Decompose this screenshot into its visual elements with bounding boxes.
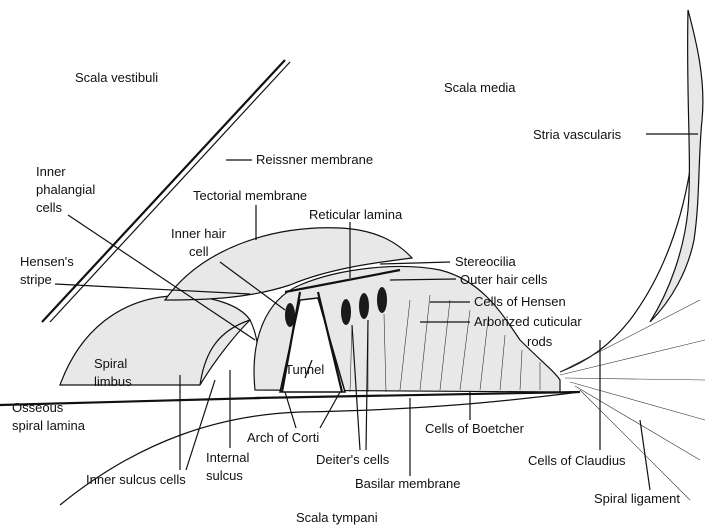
lower-boundary bbox=[60, 392, 580, 505]
label-inner-phalangial-2: phalangial bbox=[36, 182, 95, 197]
label-stria-vascularis: Stria vascularis bbox=[533, 127, 622, 142]
label-internal-sulcus-2: sulcus bbox=[206, 468, 243, 483]
label-arborized-1: Arborized cuticular bbox=[474, 314, 582, 329]
label-cells-of-boetcher: Cells of Boetcher bbox=[425, 421, 525, 436]
label-inner-hair-2: cell bbox=[189, 244, 209, 259]
leader-stereocilia bbox=[380, 262, 450, 264]
label-inner-phalangial-1: Inner bbox=[36, 164, 66, 179]
label-inner-sulcus-cells: Inner sulcus cells bbox=[86, 472, 186, 487]
label-tectorial-membrane: Tectorial membrane bbox=[193, 188, 307, 203]
inner-hair-cell-shape bbox=[285, 303, 295, 327]
label-outer-hair-cells: Outer hair cells bbox=[460, 272, 548, 287]
label-basilar-membrane: Basilar membrane bbox=[355, 476, 461, 491]
spiral-ligament-fibers bbox=[560, 300, 705, 500]
label-scala-vestibuli: Scala vestibuli bbox=[75, 70, 158, 85]
label-scala-tympani: Scala tympani bbox=[296, 510, 378, 525]
label-reticular-lamina: Reticular lamina bbox=[309, 207, 403, 222]
basilar-membrane-shape bbox=[255, 392, 580, 398]
label-reissner-membrane: Reissner membrane bbox=[256, 152, 373, 167]
outer-hair-cell-3 bbox=[377, 287, 387, 313]
spiral-limbus-shape bbox=[60, 296, 250, 385]
label-arch-of-corti: Arch of Corti bbox=[247, 430, 319, 445]
label-hensens-stripe-2: stripe bbox=[20, 272, 52, 287]
label-osseous-2: spiral lamina bbox=[12, 418, 86, 433]
label-tunnel: Tunnel bbox=[285, 362, 324, 377]
label-cells-of-claudius: Cells of Claudius bbox=[528, 453, 626, 468]
label-deiters-cells: Deiter's cells bbox=[316, 452, 390, 467]
label-scala-media: Scala media bbox=[444, 80, 516, 95]
label-spiral-limbus-1: Spiral bbox=[94, 356, 127, 371]
leader-spiral-ligament bbox=[640, 420, 650, 490]
label-hensens-stripe-1: Hensen's bbox=[20, 254, 74, 269]
label-spiral-ligament: Spiral ligament bbox=[594, 491, 680, 506]
label-spiral-limbus-2: limbus bbox=[94, 374, 132, 389]
label-osseous-1: Osseous bbox=[12, 400, 64, 415]
label-stereocilia: Stereocilia bbox=[455, 254, 516, 269]
label-arborized-2: rods bbox=[527, 334, 553, 349]
outer-hair-cell-2 bbox=[359, 293, 369, 319]
label-inner-phalangial-3: cells bbox=[36, 200, 63, 215]
outer-hair-cell-1 bbox=[341, 299, 351, 325]
label-inner-hair-1: Inner hair bbox=[171, 226, 227, 241]
label-internal-sulcus-1: Internal bbox=[206, 450, 249, 465]
label-cells-of-hensen: Cells of Hensen bbox=[474, 294, 566, 309]
